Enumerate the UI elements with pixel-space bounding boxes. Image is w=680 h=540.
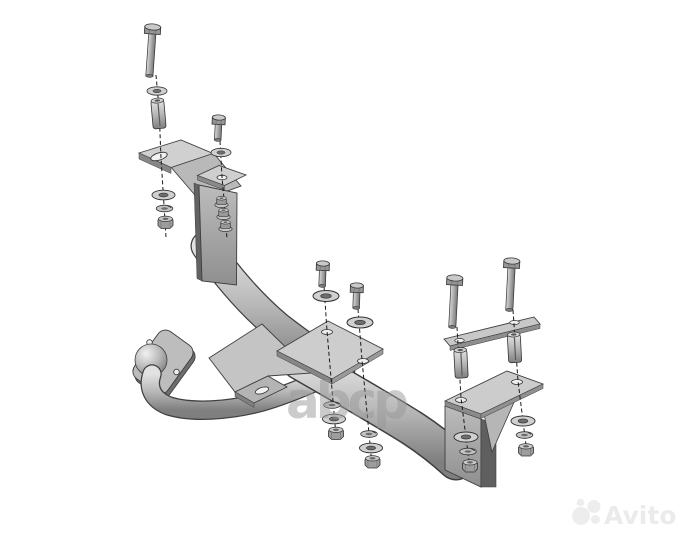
spacer-sleeve: [506, 331, 523, 364]
hex-nut: [518, 443, 534, 457]
hex-nut: [364, 455, 381, 469]
right-bracket: [443, 370, 545, 488]
center-gusset-plate: [208, 320, 384, 408]
spring-washer: [155, 204, 174, 213]
left-bracket: [137, 139, 248, 286]
bolt-long: [443, 273, 464, 330]
ball-neck-tube: [140, 364, 328, 420]
plate-hole: [357, 358, 369, 364]
bolt-short: [210, 114, 226, 143]
plate-fastener: [218, 219, 233, 233]
flat-washer: [151, 189, 176, 201]
flat-washer: [453, 431, 479, 443]
avito-watermark: Avito: [572, 498, 676, 530]
plate-hole: [454, 338, 465, 343]
spring-washer: [459, 447, 477, 456]
avito-logo-icon: [572, 498, 601, 525]
slot-hole: [150, 151, 168, 162]
flat-washer: [510, 415, 536, 427]
flat-washer: [312, 290, 340, 302]
plate-hole: [509, 320, 520, 325]
flat-washer: [210, 147, 232, 158]
bolt-short: [315, 260, 330, 289]
avito-watermark-text: Avito: [604, 501, 676, 530]
spacer-sleeve: [149, 96, 167, 130]
spring-washer: [360, 430, 378, 438]
flat-washer: [146, 86, 168, 96]
hex-nut: [462, 459, 478, 473]
abcp-watermark: abcp: [286, 372, 407, 430]
plate-fastener: [214, 195, 229, 209]
plate-hole: [173, 368, 180, 376]
spacer-sleeve: [453, 346, 469, 379]
backing-strip-plate: [443, 316, 541, 351]
spring-washer: [515, 431, 534, 439]
flat-washer: [346, 316, 374, 329]
plate-fastener: [216, 207, 231, 221]
bolt-long: [500, 256, 521, 313]
bolt-short: [349, 282, 364, 311]
bolt-long: [140, 22, 162, 79]
plate-hole: [511, 379, 523, 385]
hex-nut: [157, 215, 174, 229]
slot-hole: [254, 386, 270, 395]
flat-washer: [359, 442, 383, 454]
